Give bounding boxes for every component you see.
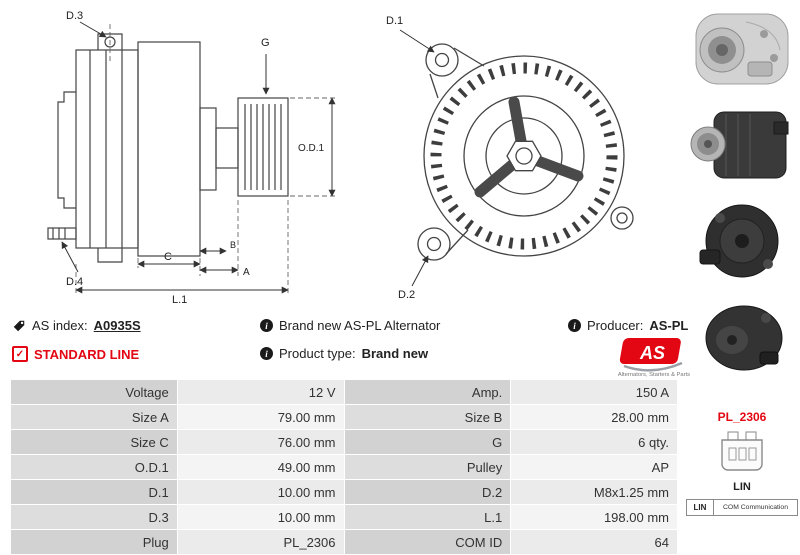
spec-table: Voltage 12 V Amp. 150 A Size A 79.00 mm …: [10, 379, 678, 555]
info-strip: AS index: A0935S ✓ STANDARD LINE i Brand…: [12, 316, 690, 378]
brand-new-text: Brand new AS-PL Alternator: [279, 318, 441, 333]
table-row: Size C 76.00 mm G 6 qty.: [10, 429, 678, 455]
dim-label-c: C: [164, 251, 172, 263]
table-row: Size A 79.00 mm Size B 28.00 mm: [10, 404, 678, 430]
spec-value-cell: 79.00 mm: [176, 404, 345, 430]
standard-line-item: ✓ STANDARD LINE: [12, 346, 139, 362]
producer-label: Producer:: [587, 318, 644, 333]
alternator-photo-side-icon: [690, 111, 789, 179]
spec-value-cell: 198.00 mm: [510, 504, 678, 530]
product-photo-4: [686, 294, 798, 382]
table-row: D.3 10.00 mm L.1 198.00 mm: [10, 504, 678, 530]
com-communication-box: LIN COM Communication: [686, 499, 798, 516]
producer-item: i Producer: AS-PL: [568, 318, 688, 333]
info-icon: i: [568, 319, 581, 332]
plug-code: PL_2306: [717, 410, 767, 424]
dim-label-l1: L.1: [172, 294, 187, 306]
spec-label-cell: O.D.1: [10, 454, 178, 480]
table-row: O.D.1 49.00 mm Pulley AP: [10, 454, 678, 480]
spec-label-cell: Pulley: [343, 454, 512, 480]
spec-value-cell: 49.00 mm: [176, 454, 345, 480]
connector-name: LIN: [733, 481, 751, 493]
info-icon: i: [260, 347, 273, 360]
front-view-diagram: D.1 D.2: [372, 4, 672, 311]
spec-value-cell: 64: [510, 529, 678, 555]
spec-label-cell: COM ID: [343, 529, 512, 555]
table-row: Voltage 12 V Amp. 150 A: [10, 379, 678, 405]
table-row: D.1 10.00 mm D.2 M8x1.25 mm: [10, 479, 678, 505]
info-icon: i: [260, 319, 273, 332]
as-index-item: AS index: A0935S: [12, 318, 141, 333]
spec-value-cell: 10.00 mm: [176, 504, 345, 530]
spec-label-cell: Size C: [10, 429, 178, 455]
logo-text: AS: [639, 343, 665, 363]
spec-label-cell: D.2: [343, 479, 512, 505]
checkbox-checked-icon: ✓: [12, 346, 28, 362]
brand-new-item: i Brand new AS-PL Alternator: [260, 318, 440, 333]
dim-label-d4: D.4: [66, 276, 83, 288]
product-photo-3: [686, 198, 798, 286]
com-short-label: LIN: [687, 500, 714, 515]
spec-label-cell: D.1: [10, 479, 178, 505]
spec-value-cell: PL_2306: [176, 529, 345, 555]
as-pl-logo-icon: AS Alternators, Starters & Parts: [618, 338, 690, 378]
spec-value-cell: M8x1.25 mm: [510, 479, 678, 505]
dim-label-g: G: [261, 37, 270, 49]
dim-label-a: A: [243, 267, 250, 278]
as-index-label: AS index:: [32, 318, 88, 333]
dim-label-b: B: [230, 240, 236, 250]
alternator-photo-rear-angle-icon: [705, 305, 783, 371]
spec-value-cell: AP: [510, 454, 678, 480]
front-view-drawing: D.1 D.2: [386, 15, 634, 301]
product-photo-column: [686, 6, 798, 382]
spec-value-cell: 28.00 mm: [510, 404, 678, 430]
product-type-label: Product type:: [279, 346, 356, 361]
connector-icon: [721, 431, 763, 471]
dim-label-d3: D.3: [66, 10, 83, 22]
logo-tagline: Alternators, Starters & Parts: [618, 372, 690, 378]
spec-value-cell: 150 A: [510, 379, 678, 405]
producer-value: AS-PL: [649, 318, 689, 333]
as-index-value[interactable]: A0935S: [93, 318, 141, 333]
com-long-label: COM Communication: [723, 504, 788, 511]
side-view-drawing: D.3 G O.D.1 D.4 C B A L.1: [47, 10, 338, 306]
alternator-photo-front-icon: [695, 13, 789, 85]
plug-panel: PL_2306 LIN LIN COM Communication: [686, 410, 798, 516]
spec-label-cell: Voltage: [10, 379, 178, 405]
product-type-item: i Product type: Brand new: [260, 346, 428, 361]
tag-icon: [13, 320, 25, 331]
product-photo-2: [686, 102, 798, 190]
spec-label-cell: Size A: [10, 404, 178, 430]
spec-value-cell: 12 V: [176, 379, 345, 405]
product-type-value: Brand new: [361, 346, 429, 361]
as-pl-logo: AS Alternators, Starters & Parts: [608, 336, 700, 381]
alternator-photo-rear-icon: [699, 204, 779, 278]
spec-value-cell: 6 qty.: [510, 429, 678, 455]
spec-label-cell: L.1: [343, 504, 512, 530]
table-row: Plug PL_2306 COM ID 64: [10, 529, 678, 555]
dim-label-od1: O.D.1: [298, 143, 325, 154]
side-view-diagram: D.3 G O.D.1 D.4 C B A L.1: [14, 4, 354, 311]
dim-label-d2: D.2: [398, 289, 415, 301]
product-photo-1: [686, 6, 798, 94]
spec-label-cell: Plug: [10, 529, 178, 555]
spec-label-cell: Amp.: [343, 379, 512, 405]
spec-label-cell: Size B: [343, 404, 512, 430]
spec-label-cell: D.3: [10, 504, 178, 530]
dim-label-d1: D.1: [386, 15, 403, 27]
spec-value-cell: 10.00 mm: [176, 479, 345, 505]
spec-value-cell: 76.00 mm: [176, 429, 345, 455]
spec-label-cell: G: [343, 429, 512, 455]
standard-line-label: STANDARD LINE: [34, 346, 140, 362]
